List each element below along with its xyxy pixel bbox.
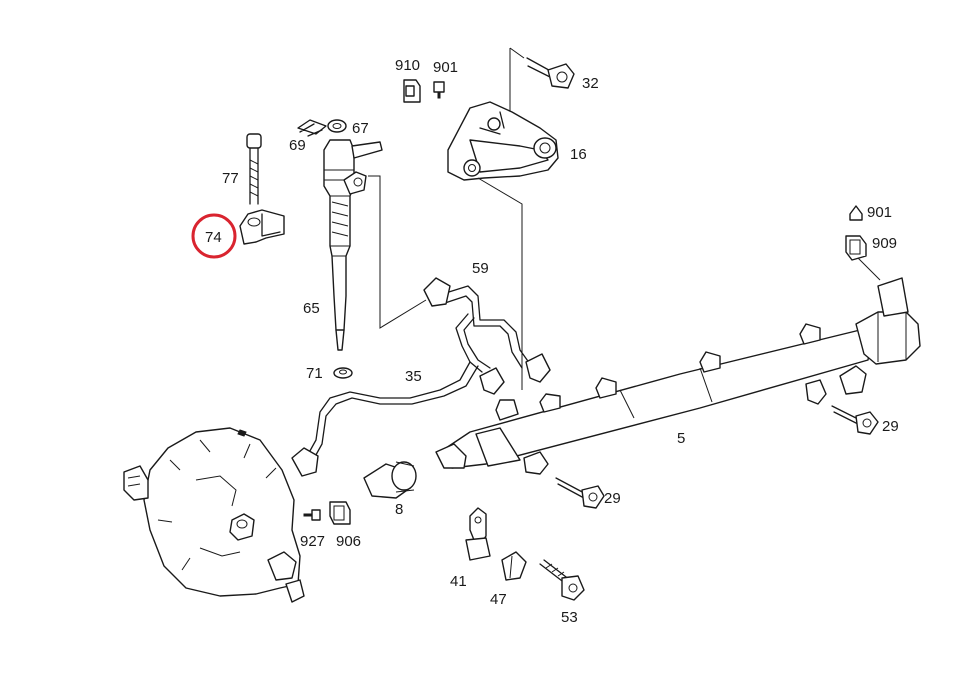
label-59: 59 (472, 260, 489, 277)
connector-910[interactable] (403, 79, 421, 103)
label-41: 41 (450, 573, 467, 590)
pipe-59[interactable] (423, 277, 551, 395)
connector-909[interactable] (845, 235, 867, 261)
label-35: 35 (405, 368, 422, 385)
bolt-29-middle[interactable] (555, 477, 605, 509)
label-74: 74 (205, 229, 222, 246)
plug-901-top[interactable] (433, 81, 445, 99)
injector-65[interactable] (323, 139, 383, 351)
clip-69[interactable] (297, 119, 327, 137)
label-909: 909 (872, 235, 897, 252)
label-29-right: 29 (882, 418, 899, 435)
label-71: 71 (306, 365, 323, 382)
label-927: 927 (300, 533, 325, 550)
label-65: 65 (303, 300, 320, 317)
bracket-41[interactable] (465, 507, 491, 561)
highlight-circle-74 (191, 213, 237, 259)
label-32: 32 (582, 75, 599, 92)
washer-67[interactable] (327, 119, 347, 133)
pipe-35[interactable] (291, 361, 479, 477)
high-pressure-pump[interactable] (123, 427, 305, 603)
label-29-middle: 29 (604, 490, 621, 507)
label-47: 47 (490, 591, 507, 608)
label-67: 67 (352, 120, 369, 137)
fuel-rail-5[interactable] (435, 277, 921, 475)
label-16: 16 (570, 146, 587, 163)
label-5: 5 (677, 430, 685, 447)
bolt-32[interactable] (526, 57, 575, 89)
label-910: 910 (395, 57, 420, 74)
connector-906[interactable] (329, 501, 351, 525)
bolt-77[interactable] (246, 133, 262, 205)
label-53: 53 (561, 609, 578, 626)
label-77: 77 (222, 170, 239, 187)
clamp-74[interactable] (239, 209, 285, 245)
callout-labels: 910 901 32 67 69 16 77 74 901 909 59 65 … (205, 57, 899, 626)
sensor-8[interactable] (363, 461, 417, 499)
label-901-top: 901 (433, 59, 458, 76)
bolt-29-right[interactable] (831, 405, 879, 435)
label-8: 8 (395, 501, 403, 518)
label-901-right: 901 (867, 204, 892, 221)
label-906: 906 (336, 533, 361, 550)
washer-71[interactable] (333, 367, 353, 379)
clip-47[interactable] (501, 551, 527, 581)
plug-927[interactable] (303, 509, 321, 521)
cap-901-right[interactable] (849, 205, 863, 221)
bolt-53[interactable] (539, 559, 585, 601)
bracket-16[interactable] (447, 101, 559, 181)
label-69: 69 (289, 137, 306, 154)
